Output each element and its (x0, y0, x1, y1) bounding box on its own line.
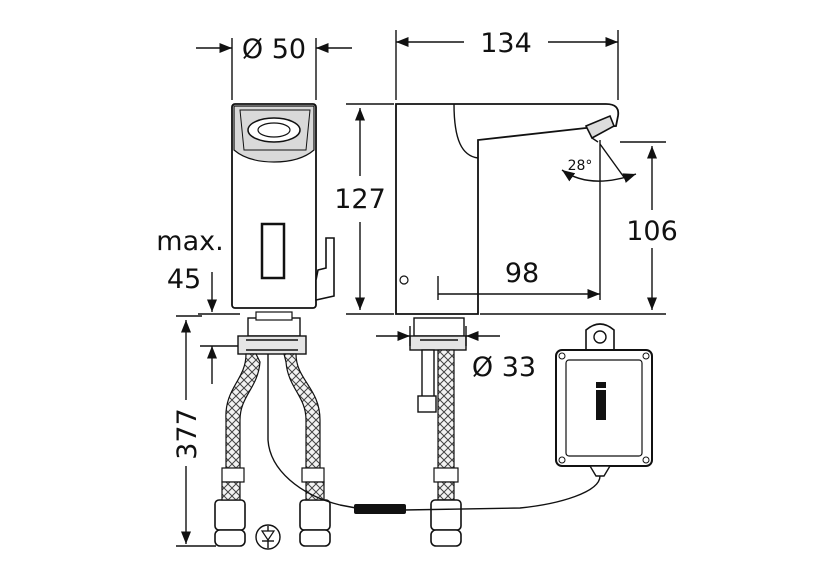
hose-left-fitting (214, 499, 246, 531)
dim-height-total-label: 127 (334, 184, 386, 215)
side-body (395, 103, 620, 315)
cable-connector (354, 504, 406, 514)
dim-height-total: 127 (334, 103, 394, 315)
dim-width-top: Ø 50 (196, 34, 352, 100)
dim-hose-length: 377 (168, 315, 216, 547)
dim-reach: 98 (437, 140, 601, 300)
dim-diameter: Ø 33 (376, 326, 536, 383)
side-view (395, 103, 620, 547)
dim-angle-label: 28° (568, 158, 593, 174)
control-box (555, 323, 653, 477)
side-nut (409, 335, 467, 351)
dim-angle: 28° (561, 143, 637, 183)
diode-symbol-icon (255, 524, 281, 550)
dim-max-45: max. 45 (156, 226, 240, 384)
hose-right-fitting (299, 499, 331, 531)
dim-reach-label: 98 (505, 258, 539, 289)
side-spout-tip (584, 114, 616, 140)
dim-length-label: 134 (480, 28, 532, 59)
hose-left (225, 353, 261, 471)
cable (403, 475, 601, 511)
front-slot (260, 222, 286, 280)
dim-max-label: max. (156, 226, 223, 257)
hose-right (283, 353, 321, 471)
info-icon (596, 390, 606, 420)
dim-max-value: 45 (167, 264, 201, 295)
dim-hose-length-label: 377 (172, 408, 203, 460)
dim-spout-height-label: 106 (626, 216, 678, 247)
front-lever (315, 237, 335, 301)
front-nut (237, 335, 307, 355)
side-hose-fitting (430, 499, 462, 531)
front-view (214, 103, 341, 547)
side-hose (437, 349, 455, 471)
dim-width-top-label: Ø 50 (242, 34, 306, 65)
dim-spout-height: 106 (480, 141, 678, 315)
dim-diameter-label: Ø 33 (472, 352, 536, 383)
dim-length: 134 (395, 28, 619, 100)
